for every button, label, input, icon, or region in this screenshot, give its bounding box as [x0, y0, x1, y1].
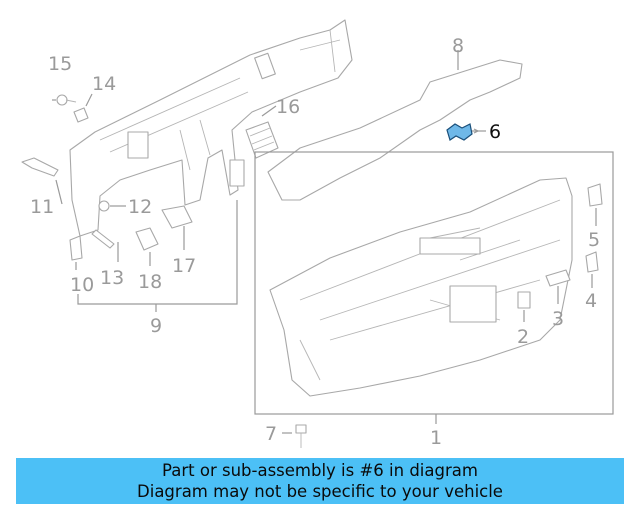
banner-line-1: Part or sub-assembly is #6 in diagram: [162, 461, 478, 480]
banner-line-2: Diagram may not be specific to your vehi…: [137, 482, 503, 501]
instrument-panel-1: [269, 177, 573, 397]
leader-lines: [52, 50, 597, 434]
cross-car-beam: [69, 19, 353, 237]
callout-11: 11: [30, 196, 54, 218]
callout-6: 6: [489, 121, 501, 143]
callout-4: 4: [585, 290, 597, 312]
info-banner: Part or sub-assembly is #6 in diagram Di…: [16, 458, 624, 504]
callout-16: 16: [276, 96, 300, 118]
callout-9: 9: [150, 315, 162, 337]
part-5: [587, 183, 603, 207]
callout-18: 18: [138, 271, 162, 293]
part-3: [545, 269, 571, 287]
callout-3: 3: [552, 308, 564, 330]
callout-13: 13: [100, 267, 124, 289]
part-2: [517, 291, 531, 309]
clip-14: [73, 107, 89, 123]
parts-diagram: 15 14 16 8 6 11 12 13 18 17 10 9 5 4 3 2…: [21, 19, 614, 449]
callout-12: 12: [128, 196, 152, 218]
part-4: [585, 251, 599, 273]
callout-2: 2: [517, 326, 529, 348]
part-18: [135, 227, 159, 251]
nut-12: [98, 200, 110, 212]
bolt-13: [91, 229, 115, 249]
part-17: [161, 205, 193, 229]
callout-10: 10: [70, 274, 94, 296]
callout-1: 1: [430, 427, 442, 449]
part-10: [69, 235, 83, 261]
clip-6-highlighted: [446, 123, 473, 141]
bracket-11: [21, 157, 59, 177]
callout-15: 15: [48, 53, 72, 75]
bolt-15: [56, 94, 77, 106]
callout-7: 7: [265, 423, 277, 445]
callout-8: 8: [452, 35, 464, 57]
callout-17: 17: [172, 255, 196, 277]
bolt-7: [295, 424, 307, 448]
panel-box: [254, 151, 614, 415]
callout-5: 5: [588, 229, 600, 251]
callout-14: 14: [92, 73, 116, 95]
insulator-8: [267, 59, 523, 201]
vent-16: [245, 121, 279, 159]
